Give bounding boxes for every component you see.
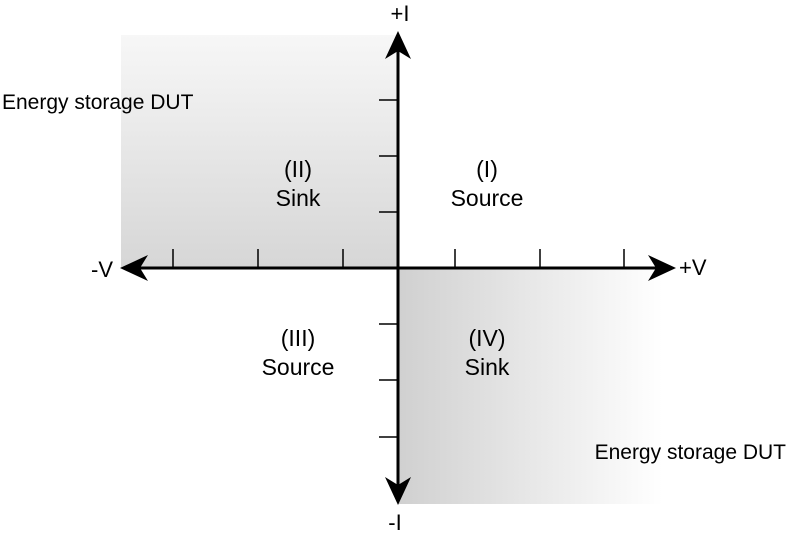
quadrant-iv-numeral: (IV) xyxy=(468,325,505,351)
positive-voltage-label: +V xyxy=(679,255,707,280)
quadrant-i-role: Source xyxy=(451,185,524,211)
quadrant-iii-role: Source xyxy=(262,354,335,380)
voltage-axis-left-arrowhead xyxy=(120,255,148,281)
voltage-axis-ticks xyxy=(172,249,625,268)
quadrant-iv-role: Sink xyxy=(465,354,510,380)
positive-current-label: +I xyxy=(391,1,410,26)
negative-current-label: -I xyxy=(388,510,401,535)
quadrant-ii-shade xyxy=(121,35,398,268)
quadrant-ii-numeral: (II) xyxy=(284,156,312,182)
negative-voltage-label: -V xyxy=(91,257,113,282)
quadrant-i-numeral: (I) xyxy=(476,156,498,182)
energy-storage-dut-upper-left: Energy storage DUT xyxy=(2,91,194,114)
current-axis-ticks xyxy=(379,99,398,438)
quadrant-iii-numeral: (III) xyxy=(281,325,316,351)
voltage-axis-right-arrowhead xyxy=(648,255,676,281)
quadrant-iv-shade xyxy=(398,268,663,504)
quadrant-ii-role: Sink xyxy=(276,185,321,211)
current-axis-top-arrowhead xyxy=(385,31,411,59)
energy-storage-dut-lower-right: Energy storage DUT xyxy=(595,441,787,464)
current-axis-bottom-arrowhead xyxy=(385,477,411,505)
